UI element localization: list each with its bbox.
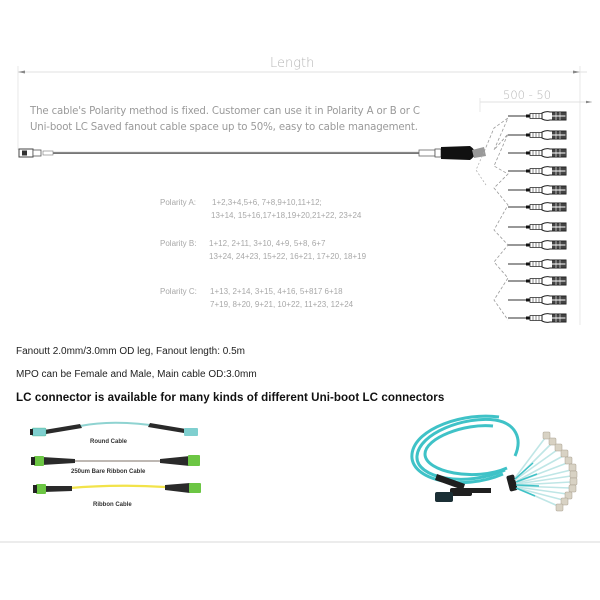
ribbon-cable-caption: Ribbon Cable bbox=[93, 502, 132, 508]
cable-types-illustration bbox=[30, 421, 201, 494]
length-dimension-label: Length bbox=[270, 56, 315, 71]
fanout-cable-photo bbox=[395, 408, 595, 518]
lc-connector-icon bbox=[507, 110, 567, 122]
polarity-a-line-2: 13+14, 15+16,17+18,19+20,21+22, 23+24 bbox=[211, 211, 362, 220]
lc-connector-icon bbox=[507, 165, 567, 177]
lc-connector-icon bbox=[507, 258, 567, 270]
fanout-dimension-label: 500 - 50 bbox=[503, 88, 552, 102]
lc-connector-icon bbox=[507, 201, 567, 213]
round-cable-icon bbox=[30, 421, 198, 437]
lc-connector-icon bbox=[507, 275, 567, 287]
fanout-cable-drawing: Length 500 - 50 The cable's Polarity met… bbox=[17, 56, 592, 325]
ribbon-cable-icon bbox=[33, 483, 201, 494]
description-line-1: The cable's Polarity method is fixed. Cu… bbox=[30, 106, 420, 117]
lc-connector-icon bbox=[507, 129, 567, 141]
bottom-divider bbox=[0, 541, 600, 543]
mpo-connector-icon bbox=[18, 148, 54, 158]
bare-ribbon-cable-icon bbox=[31, 455, 200, 466]
polarity-b-line-1: 1+12, 2+11, 3+10, 4+9, 5+8, 6+7 bbox=[209, 239, 326, 248]
polarity-a-line-1: 1+2,3+4,5+6, 7+8,9+10,11+12; bbox=[212, 198, 322, 207]
lc-connector-array bbox=[507, 110, 567, 324]
spec-fanout-leg: Fanoutt 2.0mm/3.0mm OD leg, Fanout lengt… bbox=[16, 346, 245, 357]
polarity-c-label: Polarity C: bbox=[160, 287, 197, 296]
description-line-2: Uni-boot LC Saved fanout cable space up … bbox=[30, 122, 418, 133]
cable-types-panel: Round Cable 250um Bare Ribbon Cable Ribb… bbox=[0, 410, 210, 520]
round-cable-caption: Round Cable bbox=[90, 439, 127, 445]
drawing-lines bbox=[17, 66, 592, 325]
lc-connector-icon bbox=[507, 184, 567, 196]
polarity-b-label: Polarity B: bbox=[160, 239, 197, 248]
lc-connector-icon bbox=[507, 147, 567, 159]
polarity-c-line-2: 7+19, 8+20, 9+21, 10+22, 11+23, 12+24 bbox=[210, 300, 354, 309]
lc-connector-icon bbox=[507, 294, 567, 306]
lc-connector-headline: LC connector is available for many kinds… bbox=[16, 391, 445, 404]
polarity-c-line-1: 1+13, 2+14, 3+15, 4+16, 5+817 6+18 bbox=[210, 287, 343, 296]
lc-connector-icon bbox=[507, 221, 567, 233]
spec-mpo-gender: MPO can be Female and Male, Main cable O… bbox=[16, 369, 257, 380]
polarity-a-label: Polarity A: bbox=[160, 198, 197, 207]
polarity-b-line-2: 13+24, 24+23, 15+22, 16+21, 17+20, 18+19 bbox=[209, 252, 367, 261]
fanout-cable-photo-illustration bbox=[410, 414, 578, 512]
bare-ribbon-cable-caption: 250um Bare Ribbon Cable bbox=[71, 469, 146, 475]
lc-connector-icon bbox=[507, 312, 567, 324]
lc-connector-icon bbox=[507, 239, 567, 251]
